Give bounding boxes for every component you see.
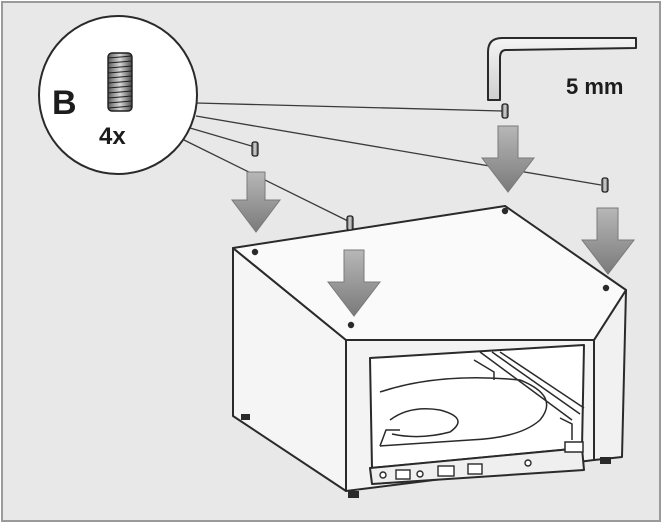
arrow-back bbox=[480, 125, 536, 193]
leader-lines bbox=[183, 102, 602, 223]
screw-holes bbox=[251, 207, 610, 329]
threaded-screw-icon bbox=[107, 52, 133, 112]
part-letter-label: B bbox=[52, 84, 77, 122]
arrow-right bbox=[580, 207, 636, 275]
screw-icons bbox=[251, 103, 609, 231]
tool-size-label: 5 mm bbox=[566, 74, 624, 99]
allen-key-icon bbox=[487, 37, 637, 101]
quantity-label: 4x bbox=[99, 123, 126, 150]
arrow-left bbox=[231, 171, 281, 233]
control-strip bbox=[379, 459, 532, 480]
arrow-front bbox=[326, 249, 382, 317]
appliance-housing bbox=[232, 205, 627, 492]
interior-details bbox=[379, 351, 585, 453]
feet bbox=[241, 414, 611, 498]
down-arrows bbox=[231, 125, 636, 317]
